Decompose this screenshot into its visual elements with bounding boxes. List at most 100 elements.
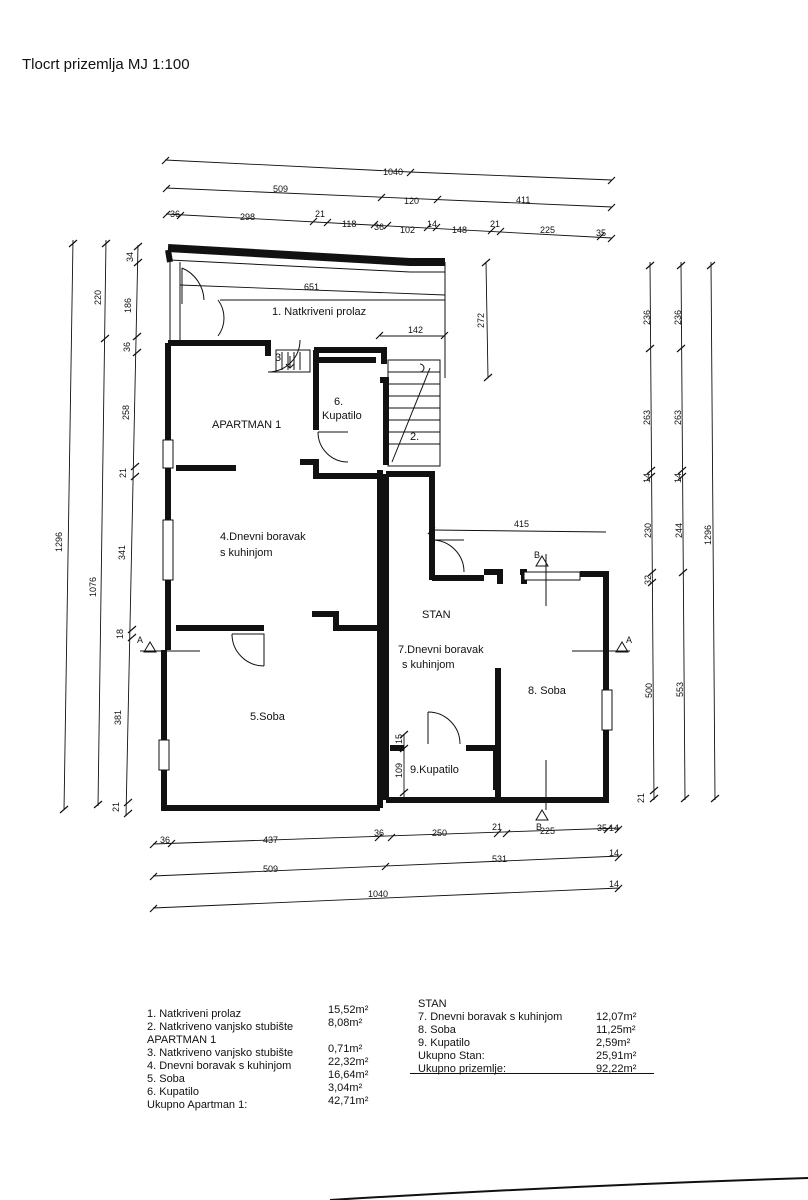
right-dimension-lines: 236 263 14 230 32 500 21 236 263 14 244 … [636,261,720,803]
dim-right-a: 263 [642,410,652,425]
dim-bottom-edge: 14 [609,879,619,889]
inner-dimensions: 651 142 272 415 15 109 [179,258,607,800]
dim-top-seg: 148 [452,225,467,235]
dim-bath-depth: 109 [394,763,404,778]
dim-passage-depth: 272 [476,313,486,328]
top-dimension-lines: 1040 509 120 411 36 298 21 118 36 102 14… [161,156,616,243]
dim-bottom-seg: 21 [492,822,502,832]
section-b-bottom: B [536,822,542,832]
doors [181,267,465,745]
windows [158,439,613,771]
label-living-room-7-sub: s kuhinjom [402,659,455,671]
legend-value: 8,08m² [328,1017,363,1029]
dim-passage-width: 651 [304,282,319,292]
dim-top-right-half: 411 [516,195,530,205]
dim-bottom-total: 1040 [368,889,388,899]
bottom-ink-line [329,1177,808,1200]
dim-top-left-half: 509 [273,184,288,194]
dim-right-a: 14 [642,473,652,483]
dim-left-mid: 1076 [88,577,98,597]
dim-left-seg: 36 [122,342,132,352]
legend-label: 3. Natkriveno vanjsko stubište [147,1047,294,1059]
dim-top-seg: 102 [400,225,415,235]
legend-stan-labels: STAN 7. Dnevni boravak s kuhinjom 8. Sob… [418,998,562,1076]
label-apartment-1: APARTMAN 1 [212,419,281,431]
dim-left-seg: 381 [113,710,123,725]
label-bathroom-6-num: 6. [334,396,343,408]
dim-top-seg: 36 [170,209,180,219]
left-dimension-lines: 1296 1076 220 34 186 36 258 21 341 18 38… [54,239,143,818]
legend-value: 12,07m² [596,1011,637,1023]
legend-value: 25,91m² [596,1050,637,1062]
dim-top-seg: 21 [315,209,325,219]
dim-stair-width: 142 [408,325,423,335]
section-a-left: A [137,635,143,645]
dim-right-b: 236 [673,310,683,325]
dim-right-a: 500 [644,683,654,698]
dim-right-b: 14 [673,473,683,483]
dim-bottom-right-half: 531 [492,854,507,864]
plan-title: Tlocrt prizemlja MJ 1:100 [22,56,190,73]
dim-top-seg: 118 [342,219,356,229]
dim-top-seg: 21 [490,219,500,229]
dim-bottom-seg: 36 [160,835,170,845]
legend-label: Ukupno prizemlje: [418,1063,507,1075]
label-living-room-7: 7.Dnevni boravak [398,644,484,656]
dim-left-seg: 258 [121,405,131,420]
dim-top-seg: 225 [540,225,555,235]
legend-value [328,1030,368,1043]
legend-value: 92,22m² [596,1063,637,1075]
legend-label: APARTMAN 1 [147,1034,217,1046]
legend-value: 16,64m² [328,1069,369,1081]
dim-right-a: 21 [636,793,646,803]
dim-top-seg: 36 [374,222,384,232]
dim-bottom-seg: 14 [609,823,619,833]
dim-left-seg: 186 [123,298,133,313]
dim-top-seg: 298 [240,212,255,222]
legend-value: 11,25m² [596,1024,636,1036]
bottom-dimension-lines: 36 437 36 250 21 225 35 14 509 531 14 10… [149,822,623,913]
label-living-room-4-sub: s kuhinjom [220,547,273,559]
label-covered-passage: 1. Natkriveni prolaz [272,306,366,318]
legend-value: 42,71m² [328,1095,369,1107]
dim-right-a: 32 [643,575,653,585]
dim-bottom-left-half: 509 [263,864,278,874]
legend-label: 9. Kupatilo [418,1037,470,1049]
dim-top-seg: 14 [427,219,437,229]
label-stan: STAN [422,609,451,621]
legend-value: 22,32m² [328,1056,369,1068]
dim-bottom-seg: 437 [263,835,278,845]
legend-label: 2. Natkriveno vanjsko stubište [147,1021,294,1033]
dim-left-seg: 21 [111,802,121,812]
room-labels: 1. Natkriveni prolaz 2. 3 6. Kupatilo AP… [212,306,567,776]
dim-right-b: 553 [675,682,685,697]
dim-bottom-seg: 35 [597,823,607,833]
dim-bath-top: 15 [394,734,404,744]
legend-label: 5. Soba [147,1073,185,1085]
dim-left-seg: 18 [115,629,125,639]
label-room-5: 5.Soba [250,711,286,723]
label-bathroom-9: 9.Kupatilo [410,764,459,776]
dim-left-seg: 21 [118,468,128,478]
label-living-room-4: 4.Dnevni boravak [220,531,306,543]
label-bathroom-6: Kupatilo [322,410,362,422]
dim-right-b: 263 [673,410,683,425]
label-stairs-3: 3 [275,352,281,364]
label-outdoor-stairs: 2. [410,431,419,443]
legend-label: 6. Kupatilo [147,1086,199,1098]
dim-bottom-seg: 250 [432,828,447,838]
legend-label: 1. Natkriveni prolaz [147,1008,242,1020]
dim-stan-width: 415 [514,519,529,529]
dim-right-b: 244 [674,523,684,538]
dim-left-seg: 34 [125,252,135,262]
dim-bottom-seg: 225 [540,826,555,836]
dim-top-total: 1040 [383,167,403,177]
legend-label: 8. Soba [418,1024,456,1036]
legend-label: Ukupno Apartman 1: [147,1099,248,1111]
dim-bottom-seg: 36 [374,828,384,838]
section-a-right: A [626,635,632,645]
walls [161,244,609,811]
legend-apartment-values: 15,52m² 8,08m² 0,71m² 22,32m² 16,64m² 3,… [328,1004,368,1108]
legend-stan-values: 12,07m² 11,25m² 2,59m² 25,91m² 92,22m² [596,1011,636,1076]
